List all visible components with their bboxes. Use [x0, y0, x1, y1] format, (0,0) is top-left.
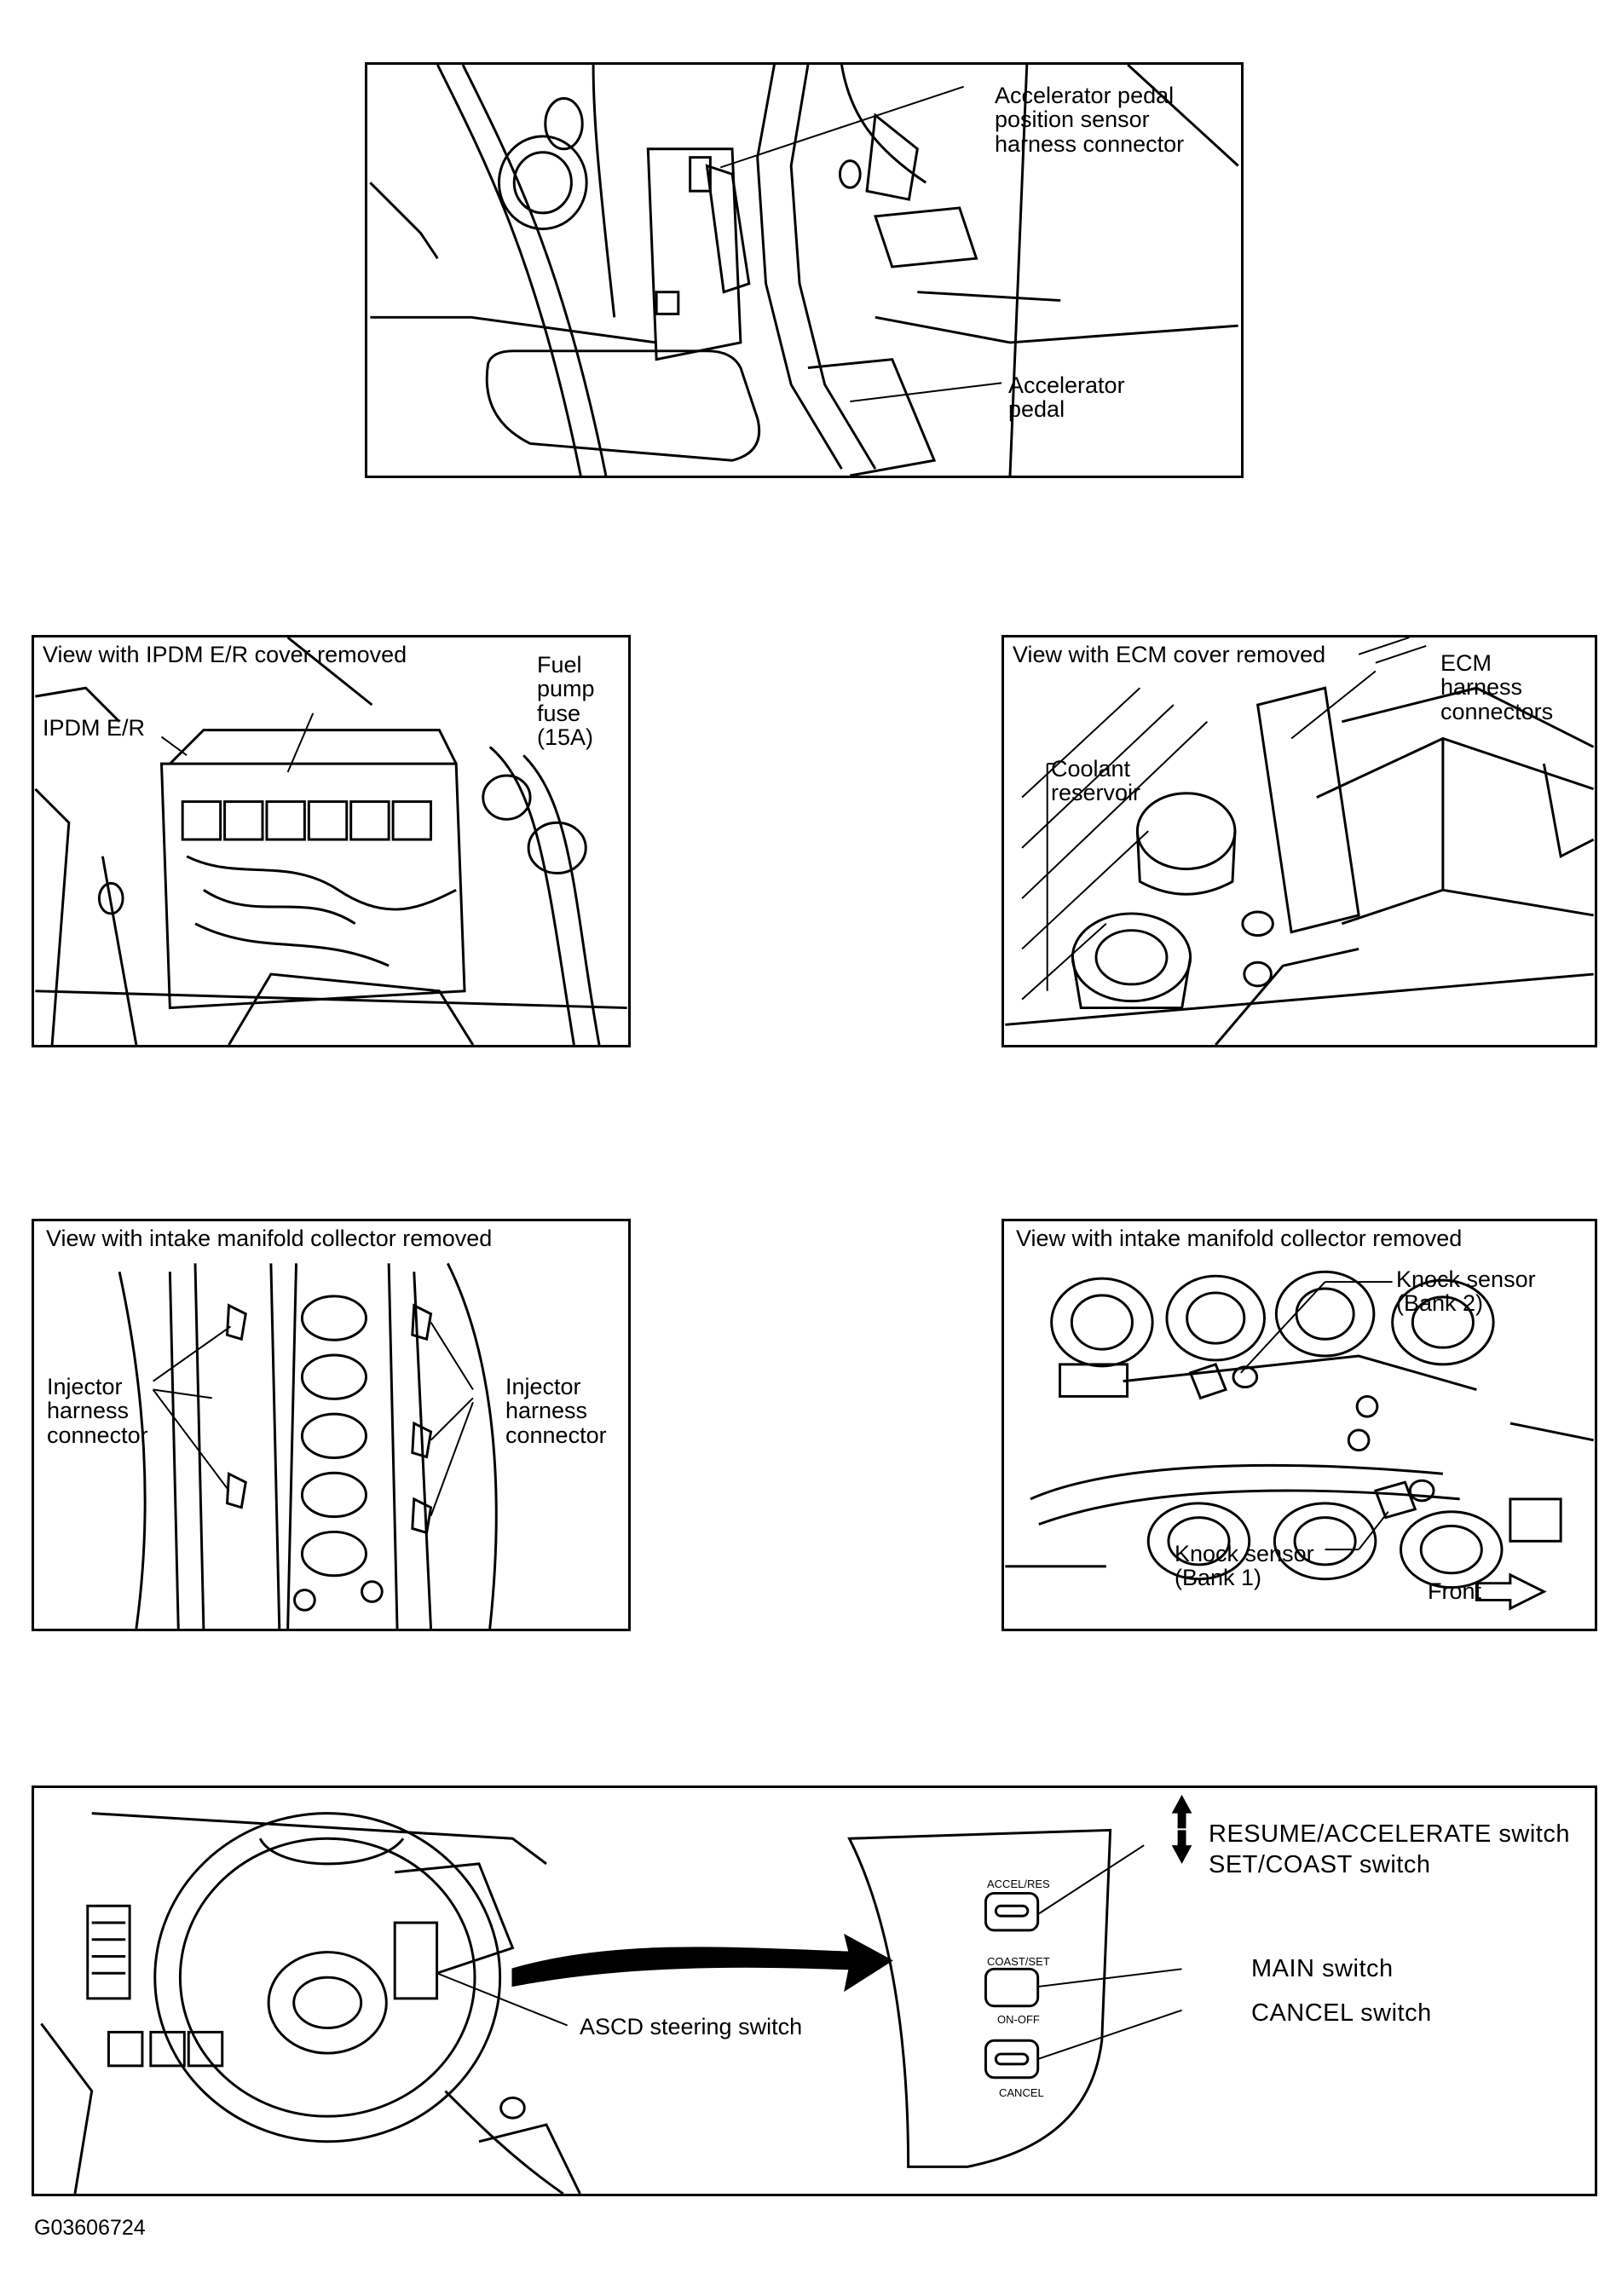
- ascd-steering-switch-label: ASCD steering switch: [580, 2014, 803, 2039]
- down-arrow-icon: [1171, 1830, 1192, 1864]
- injector-panel: View with intake manifold collector remo…: [32, 1219, 631, 1631]
- ascd-panel: ACCEL/RES COAST/SET ON-OFF CANCEL ASCD s…: [32, 1785, 1597, 2196]
- coast-set-text: COAST/SET: [987, 1955, 1050, 1968]
- cancel-switch-label: CANCEL switch: [1251, 1999, 1432, 2027]
- knock-caption: View with intake manifold collector remo…: [1016, 1226, 1463, 1251]
- pedal-label: Accelerator pedal: [1008, 372, 1125, 423]
- ascd-illustration: [40, 1794, 1192, 2194]
- resume-accelerate-label: RESUME/ACCELERATE switch: [1209, 1820, 1570, 1848]
- fuel-pump-fuse-label: Fuel pump fuse (15A): [537, 652, 595, 751]
- ecm-illustration: [1005, 637, 1595, 1045]
- cancel-text: CANCEL: [999, 2086, 1044, 2099]
- coolant-reservoir-label: Coolant reservoir: [1051, 756, 1141, 806]
- app-sensor-label: Accelerator pedal position sensor harnes…: [995, 83, 1185, 157]
- set-coast-label: SET/COAST switch: [1209, 1851, 1431, 1878]
- injector-left-label: Injector harness connector: [47, 1374, 148, 1448]
- injector-illustration: [118, 1262, 498, 1629]
- up-arrow-icon: [1171, 1794, 1192, 1829]
- knock-illustration: [1005, 1270, 1594, 1611]
- ecm-panel: View with ECM cover removed ECM harness …: [1001, 635, 1597, 1047]
- injector-caption: View with intake manifold collector remo…: [46, 1226, 493, 1251]
- ipdm-illustration: [34, 637, 627, 1045]
- ipdm-caption: View with IPDM E/R cover removed: [43, 642, 407, 667]
- ipdm-panel: View with IPDM E/R cover removed IPDM E/…: [32, 635, 631, 1047]
- ecm-caption: View with ECM cover removed: [1013, 642, 1326, 667]
- knock-panel: View with intake manifold collector remo…: [1001, 1219, 1597, 1631]
- accel-res-text: ACCEL/RES: [987, 1878, 1050, 1890]
- knock-bank2-label: Knock sensor (Bank 2): [1396, 1266, 1536, 1317]
- front-label: Front: [1428, 1578, 1482, 1604]
- ecm-connectors-label: ECM harness connectors: [1440, 650, 1554, 724]
- figure-id: G03606724: [34, 2216, 146, 2240]
- knock-bank1-label: Knock sensor (Bank 1): [1175, 1541, 1314, 1591]
- ipdm-label: IPDM E/R: [43, 715, 146, 741]
- on-off-text: ON-OFF: [997, 2013, 1040, 2026]
- pedal-illustration: [369, 65, 1239, 476]
- main-switch-label: MAIN switch: [1251, 1955, 1394, 1982]
- callout-arrow: [511, 1933, 893, 1993]
- injector-right-label: Injector harness connector: [505, 1374, 607, 1448]
- pedal-panel: Accelerator pedal position sensor harnes…: [365, 62, 1244, 478]
